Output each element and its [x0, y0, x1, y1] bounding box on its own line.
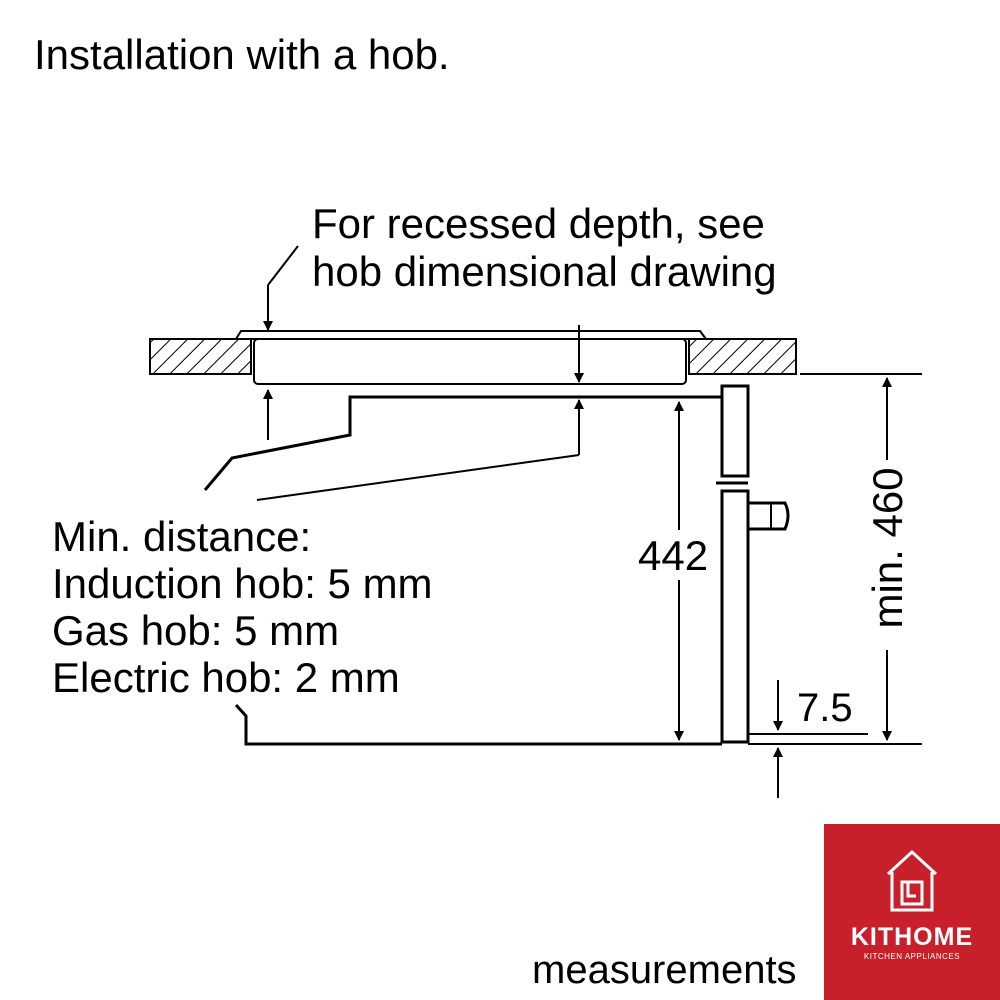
min-height-dimension-label: min. 460 — [864, 467, 911, 629]
footer-caption: measurements — [532, 948, 797, 992]
recess-note-line: For recessed depth, see — [312, 200, 765, 247]
worktop-right — [688, 338, 797, 375]
recess-note: For recessed depth, see hob dimensional … — [312, 200, 777, 296]
min-distance-heading: Min. distance: — [52, 513, 312, 560]
offset-dimension-label: 7.5 — [797, 686, 853, 730]
min-distance-electric: Electric hob: 2 mm — [52, 654, 400, 701]
oven-body — [203, 384, 790, 746]
recess-note-line: hob dimensional drawing — [312, 248, 777, 295]
house-icon — [886, 849, 938, 912]
min-distance-list: Min. distance: Induction hob: 5 mm Gas h… — [52, 513, 433, 701]
brand-logo: KITHOME KITCHEN APPLIANCES — [824, 824, 1000, 1000]
min-distance-induction: Induction hob: 5 mm — [52, 560, 433, 607]
page-title: Installation with a hob. — [34, 31, 450, 78]
logo-name: KITHOME — [850, 923, 974, 951]
dimension-lines — [674, 373, 922, 798]
logo-tagline: KITCHEN APPLIANCES — [863, 952, 961, 961]
worktop-left — [149, 338, 252, 375]
height-dimension-label: 442 — [638, 532, 709, 579]
min-distance-gas: Gas hob: 5 mm — [52, 607, 340, 654]
leader-lines — [256, 245, 584, 501]
hob — [234, 330, 708, 385]
